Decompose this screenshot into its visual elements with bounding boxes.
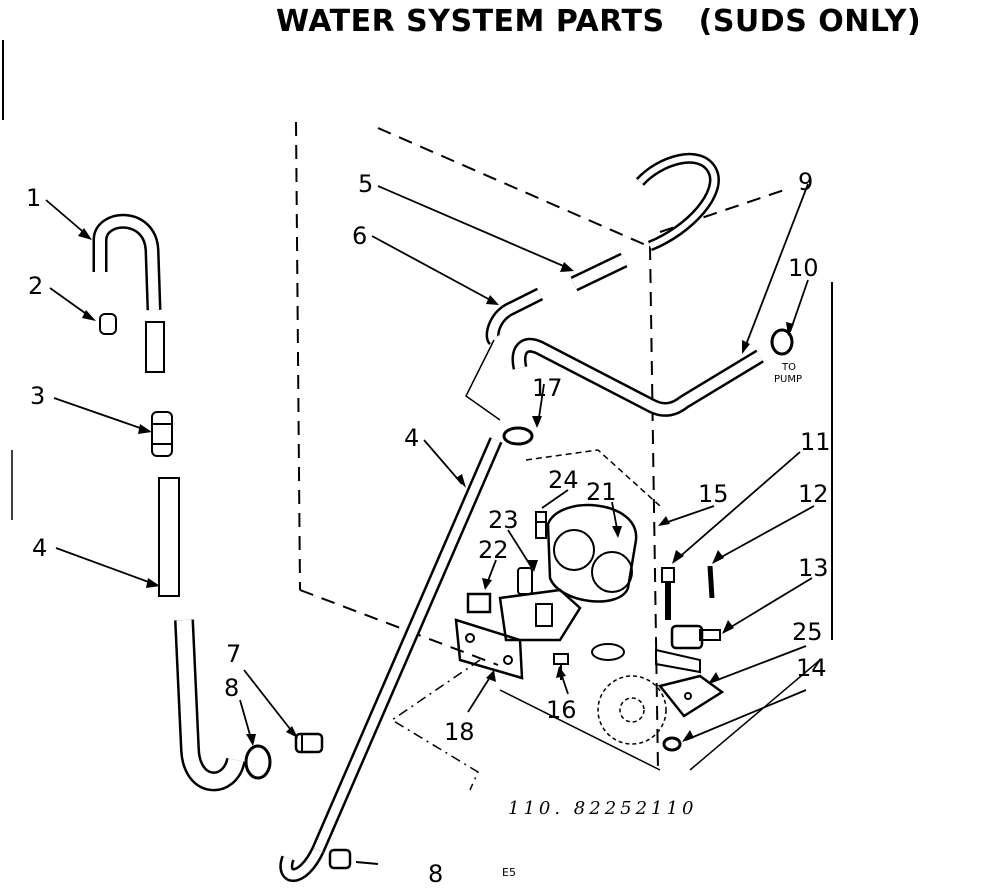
- part-18-bracket: [454, 618, 524, 680]
- part-14-nut: [662, 736, 682, 752]
- callout-21: 21: [586, 478, 617, 506]
- bottom-clamp-leader: [355, 861, 379, 865]
- cabinet-outline: [295, 121, 791, 771]
- bottom-clamp: [328, 848, 352, 870]
- page-code: E5: [502, 866, 516, 879]
- title-main: WATER SYSTEM PARTS: [276, 4, 665, 39]
- part-5-hose: [570, 252, 628, 292]
- cabinet-base-line: [499, 689, 661, 771]
- part-9-hose: [511, 337, 764, 417]
- title-suffix: (SUDS ONLY): [698, 4, 922, 39]
- part-21-valve-body: [546, 503, 638, 603]
- part-4-hose-left: [158, 477, 180, 597]
- callout-13: 13: [798, 554, 829, 582]
- to-pump-label-line2: PUMP: [774, 374, 802, 385]
- model-number: 110. 82252110: [508, 798, 697, 819]
- part-24-screw: [535, 511, 547, 539]
- part-2-cap: [99, 313, 117, 335]
- callout-23: 23: [488, 506, 519, 534]
- callout-16: 16: [546, 696, 577, 724]
- callout-18: 18: [444, 718, 475, 746]
- page-title: WATER SYSTEM PARTS (SUDS ONLY): [276, 4, 921, 39]
- part-10-clamp: [770, 328, 794, 356]
- callout-17: 17: [532, 374, 563, 402]
- hose-clamp: [591, 643, 625, 661]
- part-8-clamp: [244, 744, 272, 780]
- part-1-hook-hose: [92, 213, 162, 311]
- callout-15: 15: [698, 480, 729, 508]
- callout-10: 10: [788, 254, 819, 282]
- callout-7: 7: [226, 640, 241, 668]
- to-pump-label-line1: TO: [781, 362, 796, 373]
- pump-pulley: [597, 675, 667, 745]
- cabinet-edge-bottom: [689, 659, 821, 771]
- callout-1: 1: [26, 184, 41, 212]
- callout-6: 6: [352, 222, 367, 250]
- callout-4-center: 4: [404, 424, 419, 452]
- callout-11: 11: [800, 428, 831, 456]
- callout-25: 25: [792, 618, 823, 646]
- callout-5: 5: [358, 170, 373, 198]
- callout-4-left: 4: [32, 534, 47, 562]
- callout-9: 9: [798, 168, 813, 196]
- callout-12: 12: [798, 480, 829, 508]
- part-7-fitting: [294, 732, 324, 754]
- arrowheads: [78, 228, 794, 746]
- part-13-switch: [655, 624, 721, 674]
- part-22-bracket: [466, 592, 492, 614]
- callout-8: 8: [224, 674, 239, 702]
- leader-lines: [45, 183, 815, 743]
- part-3-coupling: [151, 411, 173, 457]
- part-11-bolt: [661, 567, 675, 620]
- callout-3: 3: [30, 382, 45, 410]
- part-6-elbow: [485, 287, 544, 345]
- part-17-seal: [502, 426, 534, 446]
- hose-segment: [145, 321, 165, 373]
- center-line: [390, 659, 481, 791]
- callout-22: 22: [478, 536, 509, 564]
- callout-24: 24: [548, 466, 579, 494]
- part-12-pin: [707, 565, 715, 599]
- callout-14: 14: [796, 654, 827, 682]
- mount-outline: [525, 449, 661, 507]
- part-25-bracket: [657, 674, 725, 718]
- page-number: 8: [428, 860, 443, 888]
- elbow-leader: [465, 339, 501, 421]
- part-23-valve: [498, 567, 582, 642]
- callout-2: 2: [28, 272, 43, 300]
